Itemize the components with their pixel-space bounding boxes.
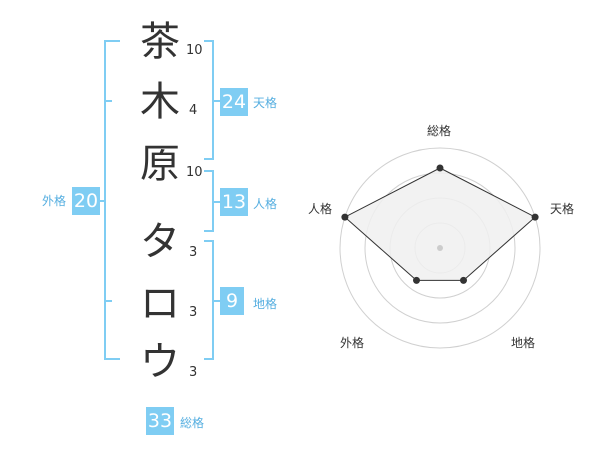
soukaku-label: 総格 [180,416,205,430]
radar-axis-label-jinkaku: 人格 [308,202,333,216]
chikaku-bracket-tick-top [204,240,214,242]
gaikaku-bracket-tick [104,100,112,102]
tenkaku-value-badge: 24 [220,88,248,116]
radar-axis-label-gaikaku: 外格 [340,336,365,350]
radar-axis-label-chikaku: 地格 [511,336,536,350]
name-char-6: ウ [140,339,180,385]
jinkaku-bracket-tick-top [204,170,214,172]
radar-point-1 [436,164,444,172]
name-char-1: 茶 [140,19,180,65]
radar-axis-label-tenkaku: 天格 [550,202,575,216]
gaikaku-label: 外格 [42,194,67,208]
name-char-3: 原 [140,141,180,187]
fortune-radar-chart [339,147,541,349]
jinkaku-bracket-connector [212,201,222,203]
jinkaku-value-badge: 13 [220,188,248,216]
radar-point-2 [531,213,539,221]
stroke-count-3: 10 [186,165,203,180]
chikaku-label: 地格 [253,297,278,311]
radar-axis-label-soukaku: 総格 [427,124,452,138]
stroke-count-6: 3 [189,365,198,380]
gaikaku-value-badge: 20 [72,187,100,215]
stroke-count-2: 4 [189,103,198,118]
tenkaku-label: 天格 [253,96,278,110]
tenkaku-bracket-tick-bottom [204,158,214,160]
radar-point-4 [413,276,420,284]
radar-value-polygon [344,167,536,281]
tenkaku-bracket-connector [212,100,222,102]
gaikaku-bracket-tick-top [104,40,120,42]
radar-point-5 [341,213,349,221]
radar-ring [339,147,541,349]
stroke-count-4: 3 [189,245,198,260]
chikaku-value-badge: 9 [220,287,244,315]
chikaku-bracket-connector [212,300,222,302]
chikaku-bracket-tick-bottom [204,358,214,360]
stroke-count-5: 3 [189,305,198,320]
stroke-count-1: 10 [186,43,203,58]
jinkaku-label: 人格 [253,197,278,211]
jinkaku-bracket-tick-bottom [204,230,214,232]
name-char-2: 木 [140,79,180,125]
gaikaku-bracket-connector [96,200,106,202]
gaikaku-bracket-tick-bottom [104,358,120,360]
name-char-4: タ [140,219,180,265]
soukaku-value-badge: 33 [146,407,174,435]
gaikaku-bracket-tick [104,300,112,302]
radar-center-point [437,245,443,251]
tenkaku-bracket-tick-top [204,40,214,42]
name-char-5: ロ [140,281,180,327]
radar-point-3 [460,276,467,284]
